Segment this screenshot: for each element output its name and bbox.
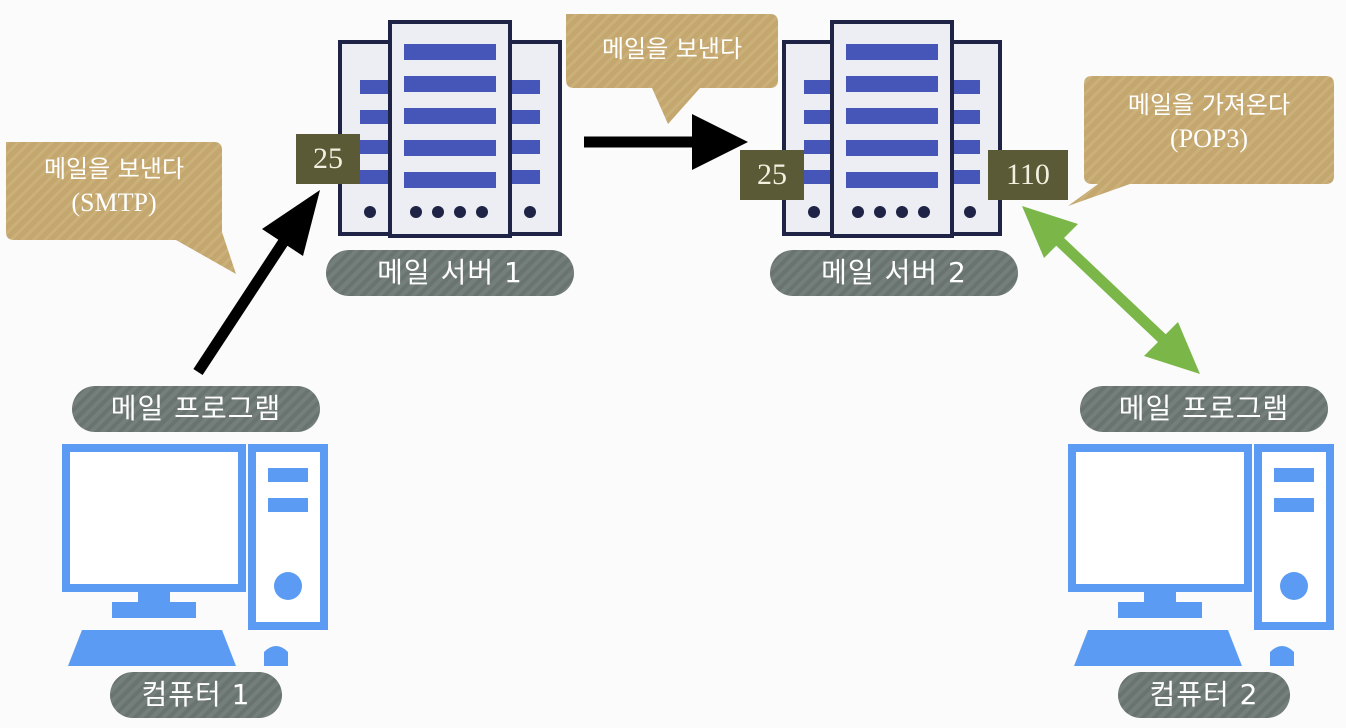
computer-1-label: 컴퓨터 1 <box>110 672 282 718</box>
server-1-label: 메일 서버 1 <box>326 250 574 296</box>
server-1-port-25: 25 <box>296 134 360 184</box>
callout-pop3-line2: (POP3) <box>1169 124 1248 153</box>
server-2-port-25: 25 <box>740 150 804 200</box>
computer-1-program-label: 메일 프로그램 <box>72 386 320 432</box>
computer-1-icon <box>62 444 328 666</box>
arrow-computer1-to-server1 <box>193 190 320 376</box>
callout-smtp-bubble <box>6 142 236 274</box>
server-2-icon <box>782 20 1002 238</box>
callout-smtp-line2: (SMTP) <box>71 188 157 217</box>
callout-relay-text: 메일을 보낸다 <box>566 32 778 66</box>
callout-relay-bubble <box>566 14 778 124</box>
server-2-port-110: 110 <box>988 150 1068 200</box>
callout-pop3-text: 메일을 가져온다 (POP3) <box>1084 88 1334 156</box>
server-2-label: 메일 서버 2 <box>770 250 1018 296</box>
callout-smtp-line1: 메일을 보낸다 <box>43 155 185 183</box>
computer-2-icon <box>1068 444 1334 666</box>
arrow-server2-computer2-fetch <box>1022 206 1200 374</box>
server-1-icon <box>338 20 562 238</box>
computer-2-program-label: 메일 프로그램 <box>1080 386 1328 432</box>
arrow-server1-to-server2 <box>584 114 748 170</box>
callout-smtp-text: 메일을 보낸다 (SMTP) <box>6 152 222 220</box>
computer-2-label: 컴퓨터 2 <box>1118 672 1290 718</box>
callout-relay-line1: 메일을 보낸다 <box>601 35 743 63</box>
callout-pop3-bubble <box>1068 76 1334 206</box>
callout-pop3-line1: 메일을 가져온다 <box>1127 91 1291 119</box>
